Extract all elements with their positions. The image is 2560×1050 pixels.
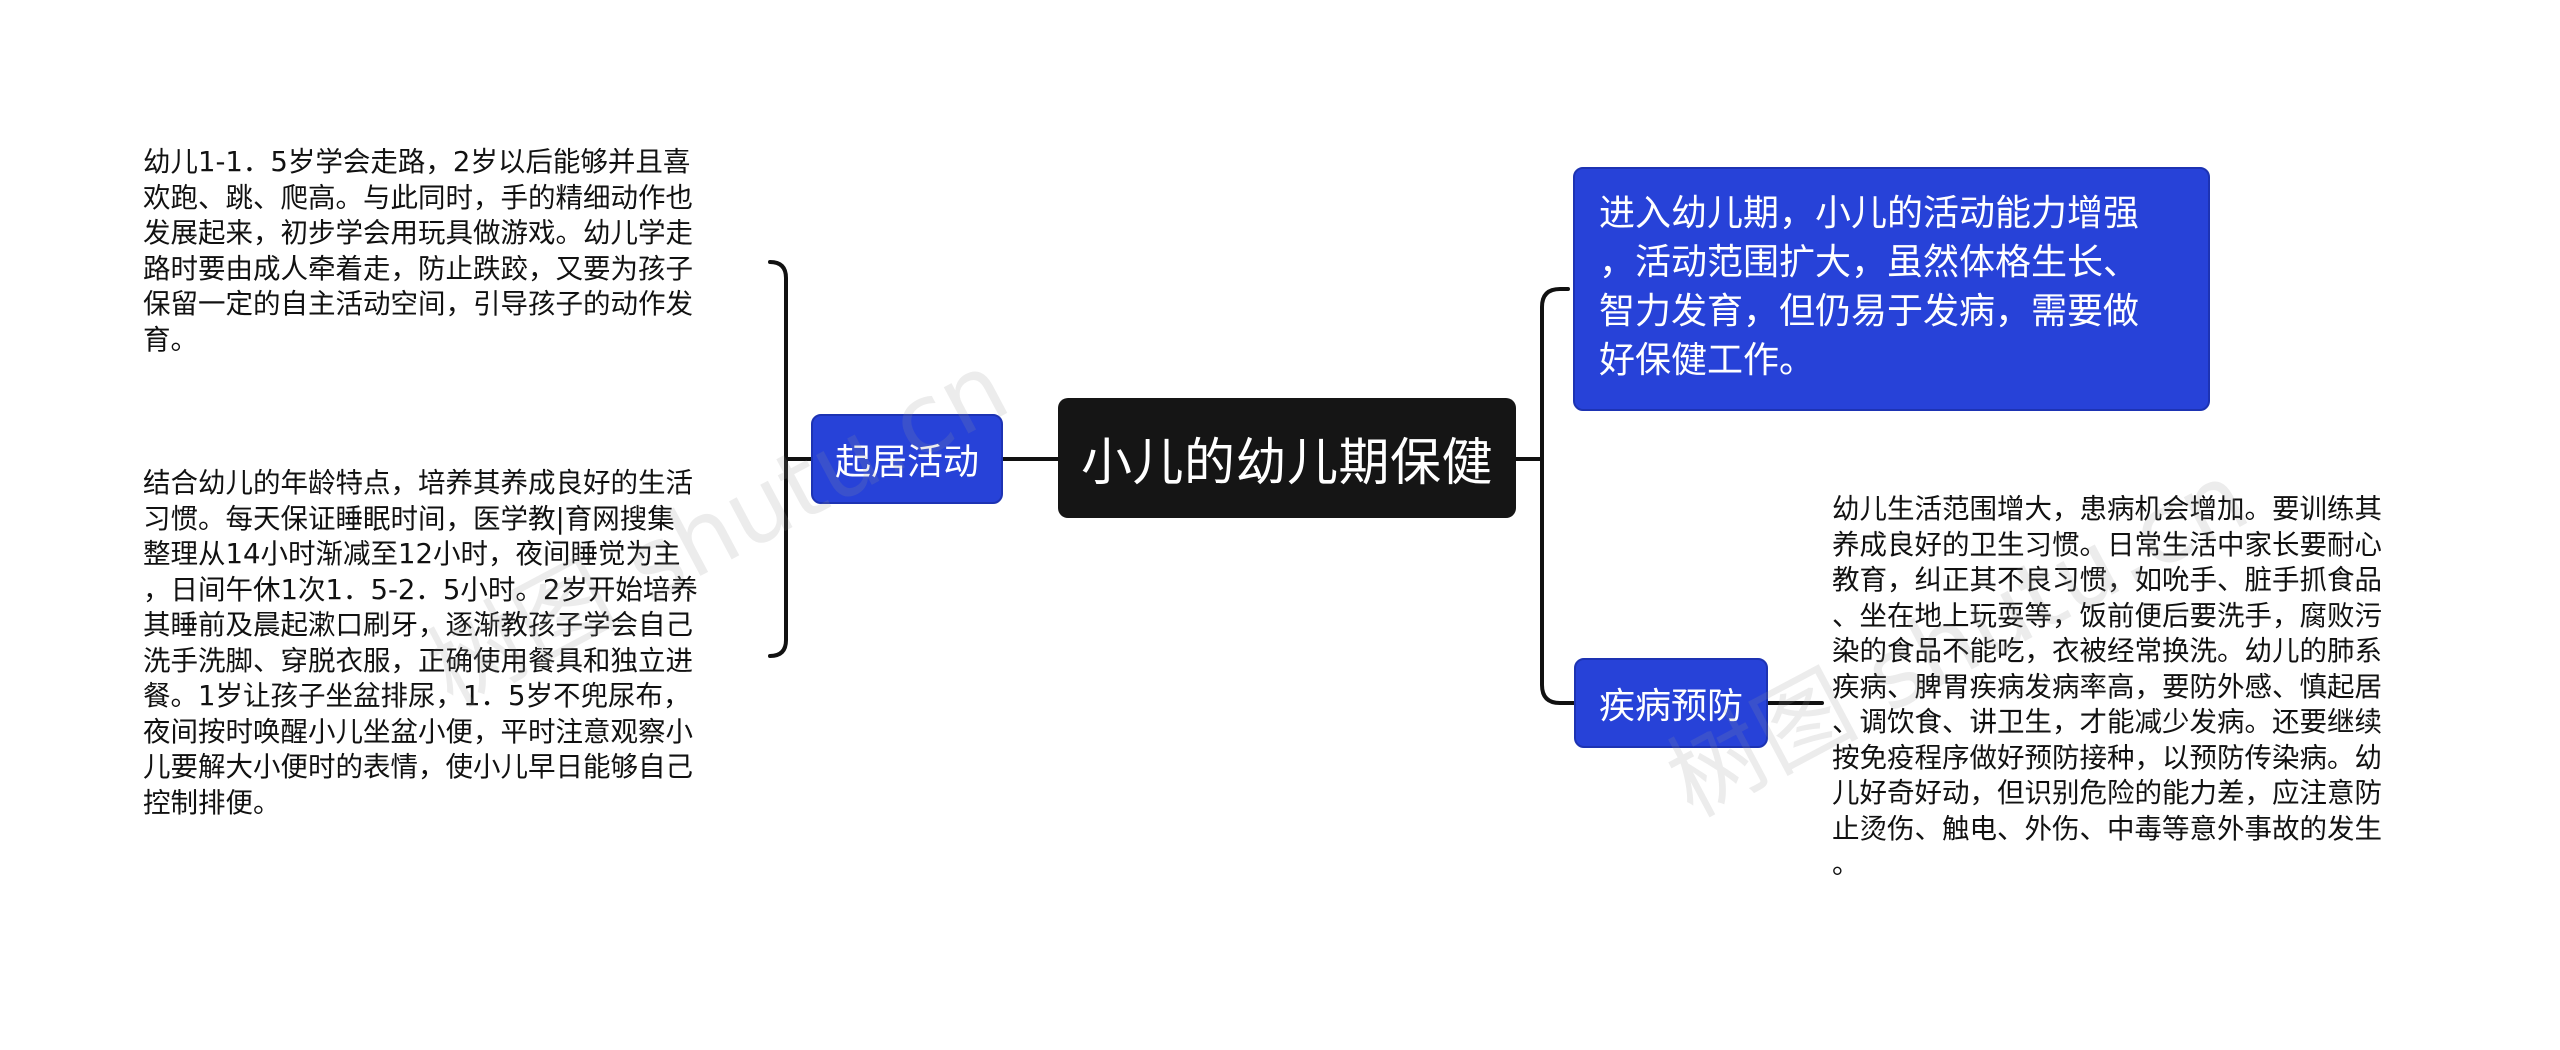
branch-jibing-node[interactable]: 疾病预防: [1574, 658, 1768, 748]
branch-qiju-node[interactable]: 起居活动: [811, 414, 1003, 504]
connector-root-right: [1514, 287, 1576, 705]
jibing-leaf-prevention[interactable]: 幼儿生活范围增大，患病机会增加。要训练其 养成良好的卫生习惯。日常生活中家长要耐…: [1832, 493, 2382, 880]
qiju-leaf-walking[interactable]: 幼儿1-1．5岁学会走路，2岁以后能够并且喜 欢跑、跳、爬高。与此同时，手的精细…: [143, 146, 693, 356]
intro-node[interactable]: 进入幼儿期，小儿的活动能力增强 ，活动范围扩大，虽然体格生长、 智力发育，但仍易…: [1573, 167, 2210, 411]
root-node[interactable]: 小儿的幼儿期保健: [1058, 398, 1516, 518]
qiju-leaf-habits[interactable]: 结合幼儿的年龄特点，培养其养成良好的生活 习惯。每天保证睡眠时间，医学教|育网搜…: [143, 467, 698, 819]
connector-qiju-bracket: [768, 260, 813, 658]
